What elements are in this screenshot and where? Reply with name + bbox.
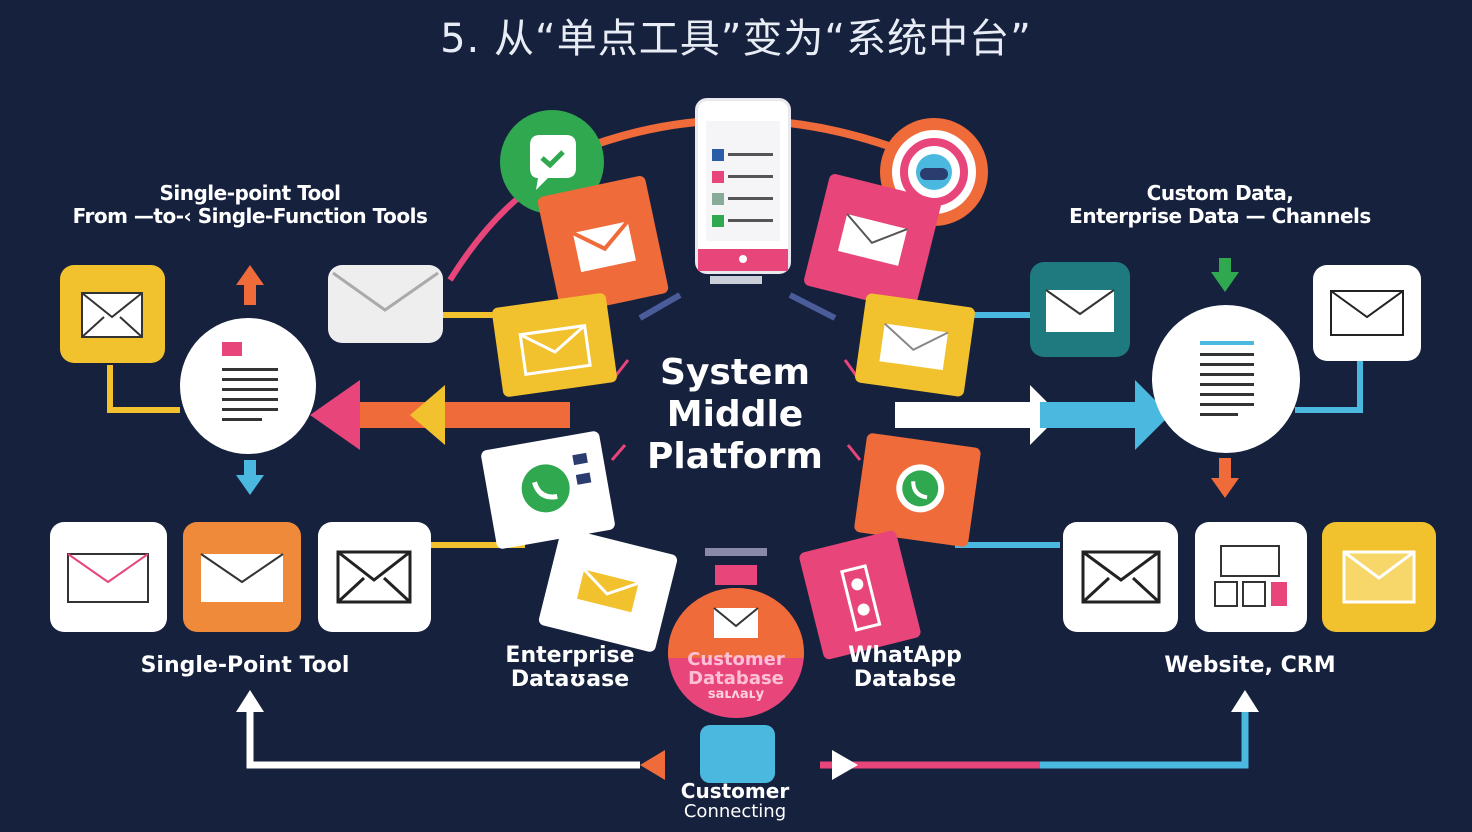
connector-icon (700, 725, 775, 783)
enterprise-db-label-line2: Dataʊase (510, 667, 630, 692)
envelope-icon (318, 522, 431, 632)
envelope-icon (1313, 265, 1421, 361)
envelope-icon (537, 526, 679, 654)
left-arrow-shaft (345, 402, 570, 428)
left-arrow-head (310, 380, 360, 450)
whatsapp-icon (853, 432, 982, 548)
whatsapp-db-label-line1: WhatApp (848, 643, 962, 668)
right-arrow-head (1135, 380, 1170, 450)
whatsapp-db-label-line2: Databse (853, 667, 957, 692)
envelope-icon (328, 265, 443, 343)
envelope-icon (50, 522, 167, 632)
bottom-label-line2: Connecting (683, 801, 787, 822)
document-icon (1152, 305, 1300, 453)
envelope-icon (536, 174, 670, 316)
center-line1: System (660, 352, 810, 393)
document-icon (180, 318, 316, 454)
envelope-icon (802, 172, 943, 313)
whatsapp-icon (480, 430, 616, 550)
left-top-label-line1: Single-point Tool (159, 181, 341, 205)
page-title: 5. 从“单点工具”变为“系统中台” (440, 16, 1032, 62)
left-top-label-line2: From —to-‹ Single-Function Tools (72, 204, 428, 228)
envelope-icon (1030, 262, 1130, 357)
phone-icon (695, 98, 791, 274)
bottom-label-line1: Customer (680, 779, 790, 803)
envelope-icon (60, 265, 165, 363)
envelope-icon (183, 522, 301, 632)
left-bottom-label: Single-Point Tool (140, 653, 350, 678)
envelope-icon (854, 292, 976, 398)
customer-db-label-line2: Database (688, 668, 784, 689)
enterprise-db-label-line1: Enterprise (505, 643, 635, 668)
envelope-icon (1322, 522, 1436, 632)
right-arrow-shaft (895, 402, 1035, 428)
crm-icon (1195, 522, 1307, 632)
customer-db-label-line3: ѕaʟʌaʟy (707, 687, 765, 702)
database-icon (798, 529, 922, 661)
center-line2: Middle (666, 394, 804, 435)
right-bottom-label: Website, CRM (1164, 653, 1336, 678)
green-down-arrow-icon (1211, 258, 1239, 292)
up-arrow-icon (236, 265, 264, 305)
right-top-label-line1: Custom Data, (1146, 181, 1294, 205)
customer-database-icon (668, 588, 804, 718)
center-platform-label: System Middle Platform (640, 352, 830, 478)
center-line3: Platform (647, 436, 823, 477)
orange-down-arrow-icon (1211, 458, 1239, 498)
right-top-label-line2: Enterprise Data — Channels (1069, 204, 1371, 228)
customer-db-label-line1: Customer (687, 649, 785, 670)
envelope-icon (1063, 522, 1178, 632)
down-arrow-icon (236, 460, 264, 495)
envelope-icon (491, 292, 618, 398)
